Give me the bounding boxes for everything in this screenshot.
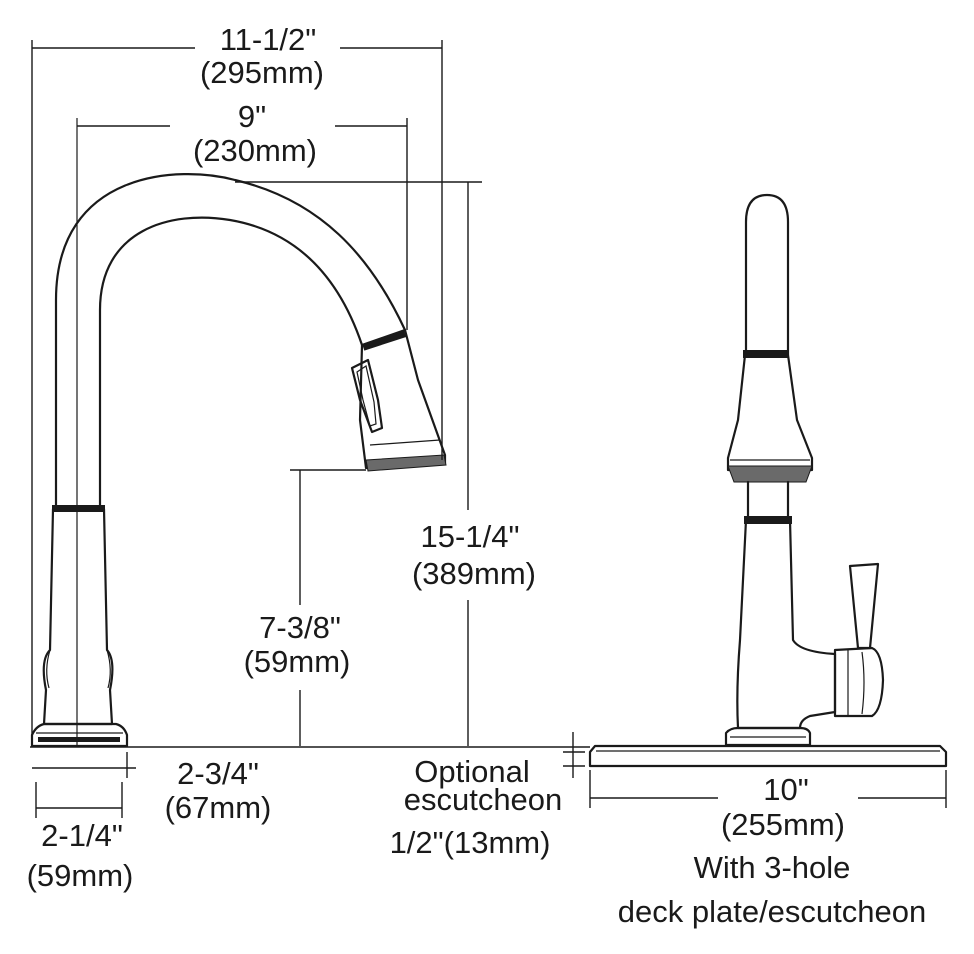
side-body-collar: [52, 505, 105, 512]
overall-height-metric: (389mm): [412, 556, 536, 591]
overall-reach-imperial: 11-1/2": [220, 22, 317, 57]
faucet-side-view: [30, 40, 590, 818]
spout-outer-curve: [54, 173, 407, 508]
front-spout-top: [744, 193, 790, 357]
escutcheon-label-line1: Optional: [414, 754, 529, 789]
deck-plate-note-line1: With 3-hole: [694, 850, 851, 885]
escutcheon-thickness-value: 1/2"(13mm): [390, 825, 551, 860]
front-body-collar: [744, 516, 792, 524]
base-diameter-imperial: 2-1/4": [41, 818, 123, 853]
overall-reach-metric: (295mm): [200, 55, 324, 90]
base-offset-imperial: 2-3/4": [177, 756, 259, 791]
spray-toggle-inner: [356, 365, 377, 427]
side-body-detail-right: [106, 649, 111, 689]
spray-toggle-button: [350, 358, 384, 434]
spout-reach-metric: (230mm): [193, 133, 317, 168]
spray-face: [365, 454, 447, 472]
deck-plate: [588, 744, 948, 768]
spout-reach-imperial: 9": [238, 99, 266, 134]
deck-width-imperial: 10": [763, 772, 809, 807]
deck-plate-note-line2: deck plate/escutcheon: [618, 894, 927, 929]
front-neck: [746, 480, 790, 522]
dimension-labels: 11-1/2" (295mm) 9" (230mm) 15-1/4" (389m…: [27, 22, 927, 929]
front-handle-hub: [833, 646, 885, 718]
front-handle-hub-shade: [861, 651, 865, 715]
side-body: [42, 507, 114, 726]
side-base-band: [38, 737, 120, 742]
front-body: [736, 518, 837, 730]
spout-clearance-imperial: 7-3/8": [259, 610, 341, 645]
spray-head-collar: [362, 330, 407, 351]
front-spray-head: [726, 353, 814, 472]
overall-height-imperial: 15-1/4": [421, 519, 520, 554]
spray-face-rim: [369, 439, 441, 446]
spout-inner-curve: [98, 216, 364, 508]
escutcheon-label-line2: escutcheon: [404, 782, 563, 817]
spout-clearance-metric: (59mm): [244, 644, 351, 679]
base-diameter-metric: (59mm): [27, 858, 134, 893]
base-offset-metric: (67mm): [165, 790, 272, 825]
front-spray-face: [727, 465, 813, 483]
front-spray-collar: [743, 350, 789, 358]
faucet-front-view: [563, 193, 948, 808]
deck-width-metric: (255mm): [721, 807, 845, 842]
front-handle-lever: [848, 562, 880, 650]
side-body-detail-left: [46, 649, 51, 689]
side-base-flange: [30, 722, 129, 748]
